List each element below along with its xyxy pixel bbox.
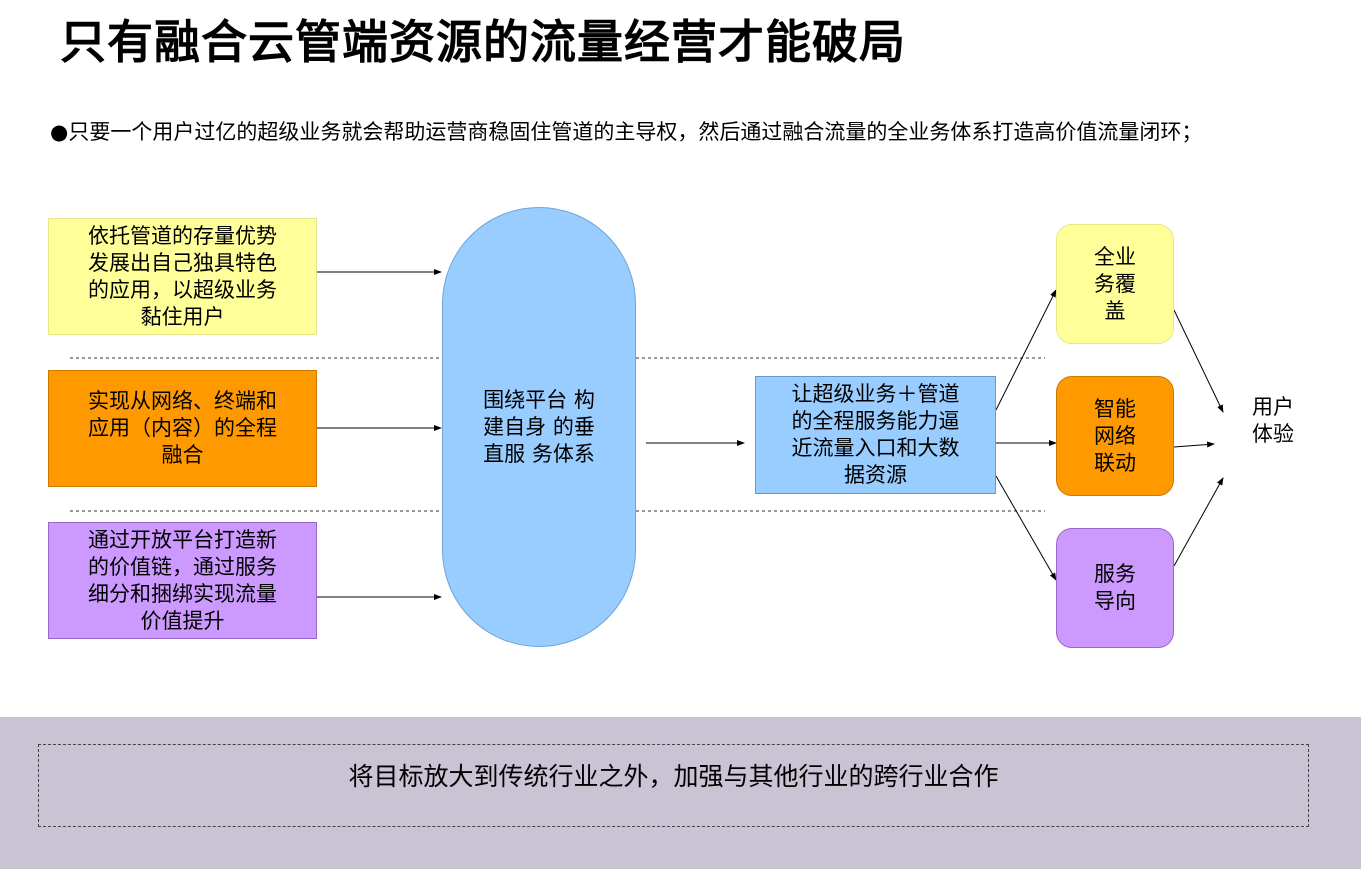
left-box-1-line: 依托管道的存量优势 xyxy=(88,223,277,248)
left-box-2-line: 应用（内容）的全程 xyxy=(88,416,277,440)
middle-box-traffic-entry: 让超级业务＋管道 的全程服务能力逼 近流量入口和大数 据资源 xyxy=(755,376,996,494)
left-box-2-line: 实现从网络、终端和 xyxy=(88,389,277,413)
middle-box-line: 近流量入口和大数 xyxy=(791,436,960,460)
arrow-service-to-ux xyxy=(1173,477,1224,567)
right-box-3-line: 导向 xyxy=(1094,589,1136,613)
pill-line: 围绕平台 xyxy=(483,387,568,412)
right-box-2-line: 联动 xyxy=(1094,450,1136,475)
middle-box-line: 让超级业务＋管道 xyxy=(791,382,960,406)
left-box-3-line: 通过开放平台打造新 xyxy=(88,527,277,552)
right-box-1-line: 全业 xyxy=(1094,244,1136,269)
middle-box-line: 据资源 xyxy=(844,463,907,487)
pill-line: 务体系 xyxy=(531,441,595,466)
right-box-service-oriented: 服务 导向 xyxy=(1056,528,1174,648)
footer-text: 将目标放大到传统行业之外，加强与其他行业的跨行业合作 xyxy=(348,762,999,791)
pill-line: 的垂直服 xyxy=(483,414,595,466)
right-box-smart-network: 智能 网络 联动 xyxy=(1056,376,1174,496)
left-box-1-line: 黏住用户 xyxy=(140,304,225,329)
left-box-1-line: 发展出自己独具特色 xyxy=(88,250,277,275)
arrow-middle-to-coverage xyxy=(995,289,1057,411)
center-platform-pill: 围绕平台 构建自身 的垂直服 务体系 xyxy=(442,207,636,647)
left-box-2-line: 融合 xyxy=(161,443,204,467)
left-box-open-platform: 通过开放平台打造新 的价值链，通过服务 细分和捆绑实现流量 价值提升 xyxy=(48,522,317,639)
right-box-2-line: 网络 xyxy=(1094,423,1136,448)
right-box-1-line: 务覆 xyxy=(1094,271,1136,296)
left-box-3-line: 细分和捆绑实现流量 xyxy=(88,581,277,606)
left-box-stock-advantage: 依托管道的存量优势 发展出自己独具特色 的应用，以超级业务 黏住用户 xyxy=(48,218,317,335)
footer-text-box: 将目标放大到传统行业之外，加强与其他行业的跨行业合作 xyxy=(38,744,1309,827)
left-box-3-line: 价值提升 xyxy=(140,608,225,633)
ux-line: 用户 xyxy=(1252,395,1294,419)
right-box-2-line: 智能 xyxy=(1094,396,1136,421)
right-box-1-line: 盖 xyxy=(1104,298,1126,323)
left-box-3-line: 的价值链，通过服务 xyxy=(88,554,277,579)
page-title: 只有融合云管端资源的流量经营才能破局 xyxy=(60,15,906,69)
arrow-coverage-to-ux xyxy=(1173,309,1224,413)
right-box-full-coverage: 全业 务覆 盖 xyxy=(1056,224,1174,344)
middle-box-line: 的全程服务能力逼 xyxy=(791,409,960,433)
arrow-network-to-ux xyxy=(1173,441,1215,448)
right-box-3-line: 服务 xyxy=(1094,562,1136,586)
bullet-paragraph: ●只要一个用户过亿的超级业务就会帮助运营商稳固住管道的主导权，然后通过融合流量的… xyxy=(50,120,1203,144)
pill-line: 构建自身 xyxy=(483,387,595,439)
left-box-1-line: 的应用，以超级业务 xyxy=(88,277,277,302)
ux-line: 体验 xyxy=(1252,422,1294,446)
arrow-middle-to-service xyxy=(995,475,1057,581)
footer-band: 将目标放大到传统行业之外，加强与其他行业的跨行业合作 xyxy=(0,717,1361,869)
user-experience-label: 用户 体验 xyxy=(1248,394,1298,448)
left-box-full-integration: 实现从网络、终端和 应用（内容）的全程 融合 xyxy=(48,370,317,487)
